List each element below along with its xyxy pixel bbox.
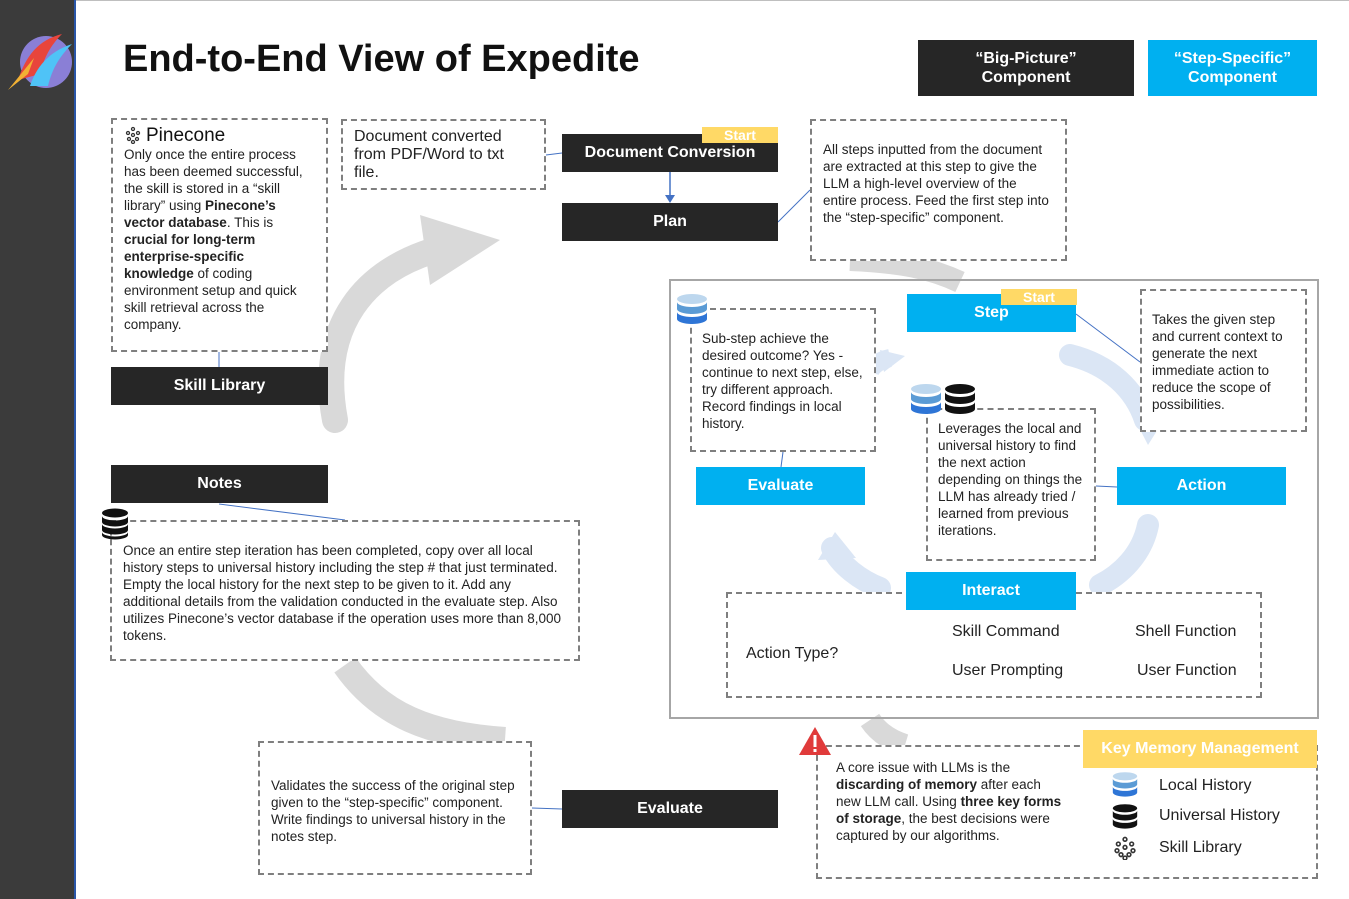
universal-history-icon: [1112, 804, 1138, 829]
skill-command-label: Skill Command: [952, 623, 1060, 640]
legend-big-picture: “Big-Picture” Component: [918, 40, 1134, 96]
evaluate-box: Evaluate: [562, 790, 778, 828]
rich-text-segment: after each new LLM call. Using: [836, 777, 1041, 809]
plan-note: All steps inputted from the document are…: [810, 119, 1067, 261]
universal-history-icon: [945, 384, 975, 414]
memory-skill-label: Skill Library: [1159, 839, 1242, 856]
user-function-label: User Function: [1137, 662, 1237, 679]
rich-text-segment: three key forms of storage: [836, 794, 1062, 826]
plan-box: Plan: [562, 203, 778, 241]
rich-text-segment: . This is: [226, 215, 274, 230]
step-note-text: Takes the given step and current context…: [1152, 312, 1283, 412]
sidebar: [0, 0, 76, 899]
skill-library-box: Skill Library: [111, 367, 328, 405]
rich-text-segment: of coding environment setup and quick sk…: [124, 266, 297, 332]
evaluate-step-note: Sub-step achieve the desired outcome? Ye…: [690, 308, 876, 452]
local-history-icon: [911, 384, 941, 414]
action-note: Leverages the local and universal histor…: [926, 408, 1096, 561]
interact-box: Interact: [906, 572, 1076, 610]
pinecone-icon: [125, 126, 141, 144]
warning-icon: [799, 727, 831, 755]
universal-history-icon: [102, 508, 128, 540]
evaluate-step-note-text: Sub-step achieve the desired outcome? Ye…: [702, 331, 863, 431]
rich-text-segment: discarding of memory: [836, 777, 978, 792]
memory-heading: Key Memory Management: [1083, 730, 1317, 768]
user-prompting-label: User Prompting: [952, 662, 1064, 679]
action-note-text: Leverages the local and universal histor…: [938, 421, 1083, 538]
skill-library-icon: [1114, 836, 1136, 860]
memory-local-label: Local History: [1159, 777, 1252, 794]
page-title: End-to-End View of Expedite: [123, 38, 640, 80]
step-note: Takes the given step and current context…: [1140, 289, 1307, 432]
start-tag-doc-conversion: Start: [702, 127, 778, 143]
rich-text-segment: A core issue with LLMs is the: [836, 760, 1011, 775]
top-divider: [76, 0, 1349, 1]
action-box: Action: [1117, 467, 1286, 505]
logo-icon: [8, 34, 72, 90]
memory-universal-label: Universal History: [1159, 807, 1280, 824]
plan-note-text: All steps inputted from the document are…: [823, 142, 1049, 225]
local-history-icon: [677, 294, 707, 324]
action-type-label: Action Type?: [746, 645, 839, 662]
evaluate-step-box: Evaluate: [696, 467, 865, 505]
pinecone-note-text: Only once the entire process has been de…: [124, 146, 315, 333]
pinecone-brand: Pinecone: [146, 124, 226, 146]
start-tag-step: Start: [1001, 289, 1077, 305]
notes-note-text: Once an entire step iteration has been c…: [123, 543, 562, 643]
rich-text-segment: , the best decisions were captured by ou…: [836, 811, 1050, 843]
local-history-icon: [1112, 772, 1138, 797]
evaluate-note-text: Validates the success of the original st…: [271, 778, 515, 844]
doc-conversion-note: Document converted from PDF/Word to txt …: [341, 119, 546, 190]
memory-note-text: A core issue with LLMs is the discarding…: [836, 759, 1066, 844]
shell-function-label: Shell Function: [1135, 623, 1237, 640]
notes-box: Notes: [111, 465, 328, 503]
rich-text-segment: Only once the entire process has been de…: [124, 147, 303, 213]
rich-text-segment: crucial for long-term enterprise-specifi…: [124, 232, 256, 281]
notes-note: Once an entire step iteration has been c…: [110, 520, 580, 661]
rich-text-segment: Pinecone’s vector database: [124, 198, 276, 230]
evaluate-note: Validates the success of the original st…: [258, 741, 532, 875]
memory-note: A core issue with LLMs is the discarding…: [816, 745, 1318, 879]
doc-conversion-note-text: Document converted from PDF/Word to txt …: [354, 128, 504, 181]
pinecone-note: Pinecone Only once the entire process ha…: [111, 118, 328, 352]
legend-step-specific: “Step-Specific” Component: [1148, 40, 1317, 96]
